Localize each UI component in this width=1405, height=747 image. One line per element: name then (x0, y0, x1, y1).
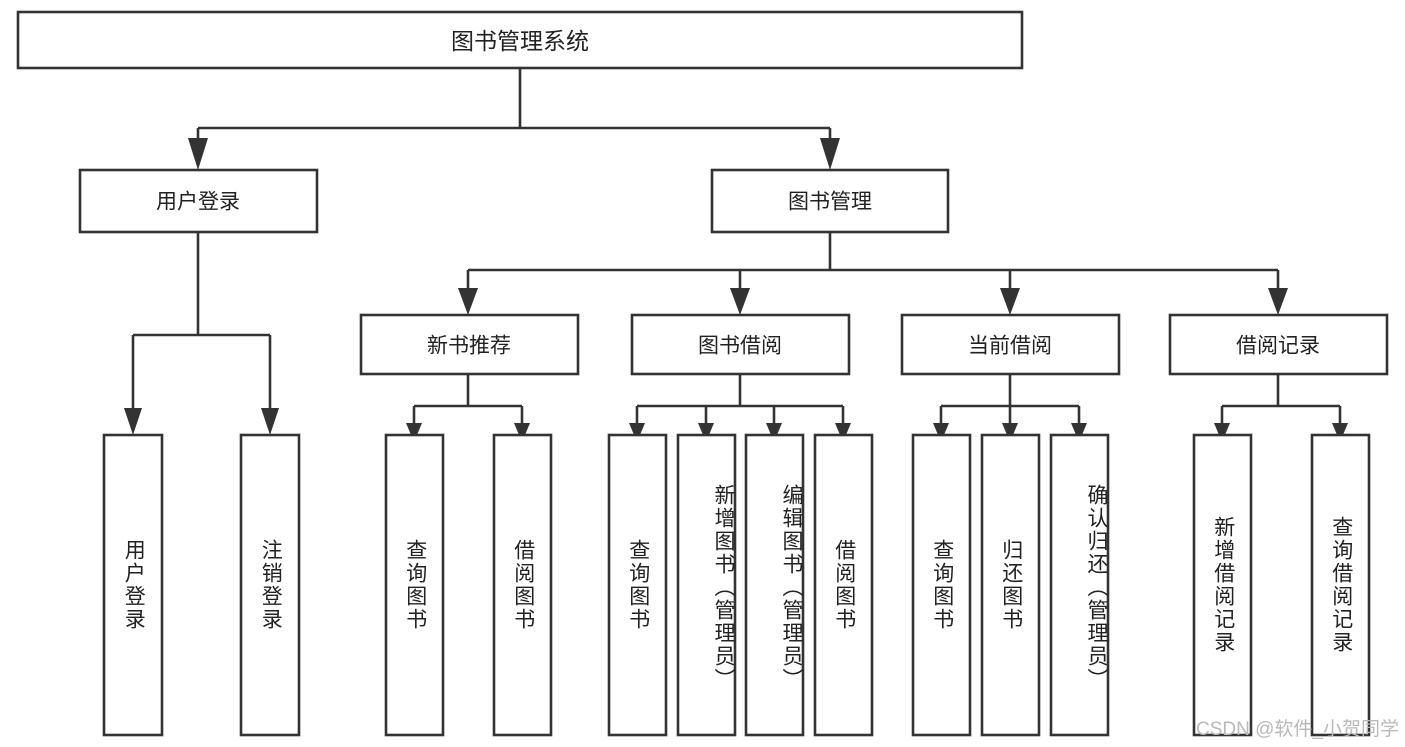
node-leaf-query-book-1-box[interactable] (384, 433, 445, 737)
arrow-icon-leaf-query-record (1332, 423, 1348, 442)
arrow-icon-leaf-query-book-3 (933, 423, 949, 442)
node-borrow-record-box[interactable] (1168, 313, 1389, 376)
node-book-management[interactable]: 图书管理 (710, 168, 950, 234)
arrow-icon-leaf-edit-book (766, 423, 782, 442)
node-leaf-confirm-return-box[interactable] (1049, 433, 1110, 737)
node-book-management-box[interactable] (710, 168, 950, 234)
node-user-login-box[interactable] (78, 168, 319, 234)
node-root[interactable]: 图书管理系统 (16, 10, 1024, 70)
node-user-login[interactable]: 用户登录 (78, 168, 319, 234)
node-book-borrow[interactable]: 图书借阅 (630, 313, 851, 376)
node-new-book-recommend[interactable]: 新书推荐 (359, 313, 580, 376)
node-root-label: 图书管理系统 (451, 28, 589, 54)
arrow-icon-leaf-add-book (698, 423, 714, 442)
arrow-icon-current-borrow (1000, 288, 1020, 315)
arrow-icon-leaf-borrow-book-2 (835, 423, 851, 442)
node-leaf-add-book-box[interactable] (676, 433, 737, 737)
node-leaf-query-book-2-box[interactable] (607, 433, 668, 737)
arrow-icon-leaf-confirm-return (1071, 423, 1087, 442)
arrow-icon-leaf-user-login (124, 408, 142, 435)
arrow-icon-leaf-query-book-2 (629, 423, 645, 442)
arrow-icon-borrow-record (1268, 288, 1288, 315)
node-leaf-borrow-book-2-box[interactable] (813, 433, 874, 737)
arrow-icon-leaf-return-book (1002, 423, 1018, 442)
arrowhead-layer (124, 138, 1348, 442)
node-borrow-record-label: 借阅记录 (1236, 335, 1320, 358)
node-leaf-user-login-box[interactable] (102, 433, 164, 737)
node-leaf-borrow-book-1-box[interactable] (492, 433, 553, 737)
arrow-icon-book-borrow (730, 288, 750, 315)
arrow-icon-book-management (820, 138, 840, 170)
node-user-login-label: 用户登录 (156, 191, 240, 214)
node-book-borrow-box[interactable] (630, 313, 851, 376)
arrow-icon-leaf-borrow-book-1 (514, 423, 530, 442)
node-leaf-query-book-3-box[interactable] (911, 433, 972, 737)
node-leaf-logout-box[interactable] (239, 433, 301, 737)
node-new-book-recommend-label: 新书推荐 (427, 335, 511, 358)
node-leaf-return-book-box[interactable] (980, 433, 1041, 737)
arrow-icon-new-book-recommend (458, 288, 478, 315)
node-current-borrow-box[interactable] (900, 313, 1121, 376)
csdn-watermark: CSDN @软件_小贺同学 (1196, 719, 1399, 740)
node-leaf-edit-book-box[interactable] (744, 433, 805, 737)
leaf-box-layer[interactable] (102, 433, 1371, 737)
node-leaf-query-record-box[interactable] (1310, 433, 1371, 737)
node-current-borrow[interactable]: 当前借阅 (900, 313, 1121, 376)
arrow-icon-leaf-query-book-1 (406, 423, 422, 442)
node-borrow-record[interactable]: 借阅记录 (1168, 313, 1389, 376)
node-book-borrow-label: 图书借阅 (698, 335, 782, 358)
node-root-box[interactable] (16, 10, 1024, 70)
node-leaf-add-record-box[interactable] (1192, 433, 1253, 737)
arrow-icon-leaf-add-record (1214, 423, 1230, 442)
node-book-management-label: 图书管理 (788, 191, 872, 214)
node-new-book-recommend-box[interactable] (359, 313, 580, 376)
arrow-icon-user-login (188, 138, 208, 170)
arrow-icon-leaf-logout (261, 408, 279, 435)
connector-layer (131, 68, 1342, 423)
node-current-borrow-label: 当前借阅 (968, 335, 1052, 358)
